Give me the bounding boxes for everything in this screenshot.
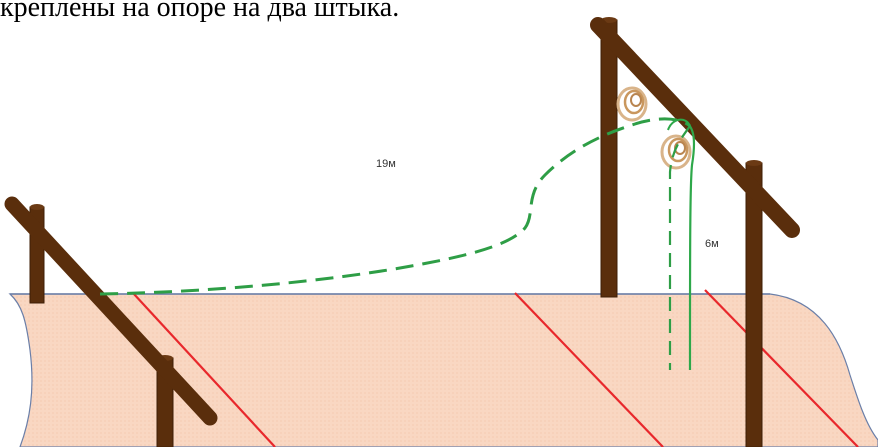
- insulator-icon: [616, 86, 648, 122]
- insulator-icon: [660, 134, 692, 170]
- drop-wire-solid: [685, 121, 696, 371]
- red-line: [132, 292, 276, 447]
- pole-top: [30, 204, 44, 210]
- left-diagonal-strut: [4, 196, 218, 426]
- wire-loop: [667, 118, 691, 131]
- drop-wire-dashed: [668, 125, 691, 370]
- right-diagonal-strut: [590, 17, 800, 238]
- height-label: 6м: [705, 238, 719, 250]
- pole-top: [746, 160, 762, 166]
- red-line: [514, 292, 664, 447]
- span-length-label: 19м: [376, 158, 396, 170]
- overhead-wire-dashed: [99, 117, 691, 296]
- caption-text: креплены на опоре на два штыка.: [0, 0, 400, 23]
- right-main-pole: [600, 19, 618, 298]
- red-line: [704, 289, 859, 447]
